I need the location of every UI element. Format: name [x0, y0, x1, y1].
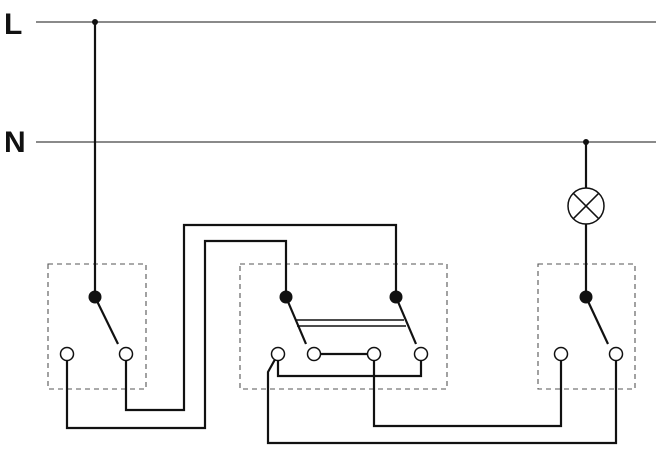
contact-middle-b: [389, 290, 403, 304]
contact-right-common: [579, 290, 593, 304]
middle-switch-coupling: [295, 319, 406, 327]
terminal-middle-3: [366, 346, 382, 362]
terminal-right-2: [608, 346, 624, 362]
common-contacts: [88, 290, 593, 304]
rail-label-n: N: [4, 126, 26, 159]
terminal-left-1: [59, 346, 75, 362]
terminal-middle-2: [306, 346, 322, 362]
contact-left-common: [88, 290, 102, 304]
lever-middle-b: [394, 296, 418, 345]
junction-l: [92, 19, 98, 25]
switch-box-middle: [239, 263, 448, 390]
link-middle-t1-t4: [276, 354, 423, 378]
lamp-icon: [567, 187, 605, 225]
rail-label-l: L: [4, 8, 22, 41]
wire-left-t2-to-middle-a: [124, 223, 398, 412]
contact-middle-a: [279, 290, 293, 304]
terminal-left-2: [118, 346, 134, 362]
lever-right: [585, 296, 609, 345]
wire-middle-t3-to-right-t1: [372, 354, 563, 428]
terminal-right-1: [553, 346, 569, 362]
wire-middle-t1-to-right-t2: [266, 353, 618, 445]
terminal-middle-4: [413, 346, 429, 362]
junction-n: [583, 139, 589, 145]
lever-left: [94, 296, 119, 345]
terminals: [59, 346, 624, 362]
switch-box-left: [47, 263, 147, 390]
wires: [65, 22, 618, 445]
terminal-middle-1: [270, 346, 286, 362]
wire-left-t1-to-middle-b: [65, 239, 288, 430]
